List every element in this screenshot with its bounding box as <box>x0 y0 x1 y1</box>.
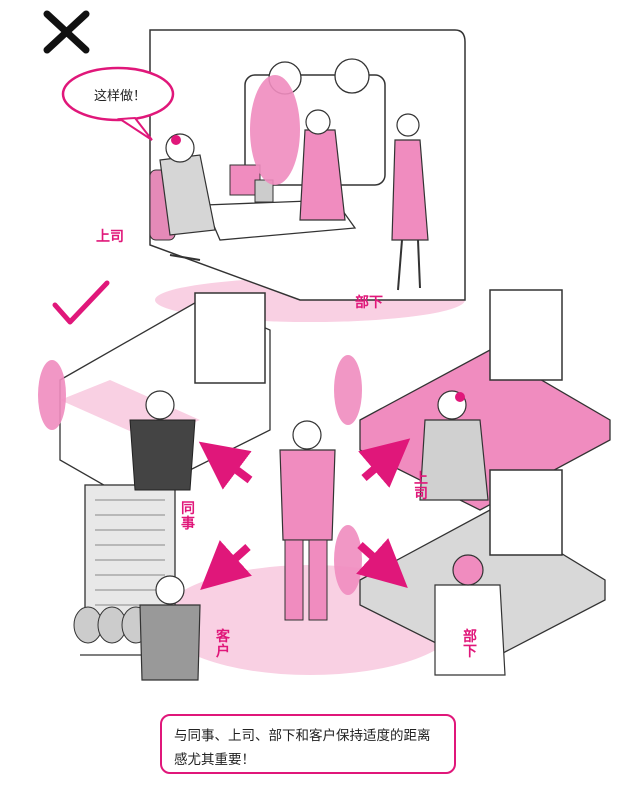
arrow-to-boss <box>358 438 411 488</box>
label-colleague: 同事 <box>181 501 195 532</box>
boss-figure <box>419 390 489 501</box>
arrow-to-colleague <box>198 441 253 490</box>
colleague-figure <box>129 390 196 491</box>
speech-bubble <box>61 66 175 141</box>
check-mark-icon <box>52 280 110 325</box>
client-figure <box>139 575 201 681</box>
speech-bubble-text: 这样做！ <box>93 89 146 104</box>
arrow-to-subordinate <box>356 538 408 589</box>
office-floor <box>38 289 611 675</box>
label-subordinate-bottom: 部下 <box>463 629 477 660</box>
arrow-to-client <box>200 540 252 591</box>
label-boss-bottom: 上司 <box>414 471 428 502</box>
subordinate-figure <box>434 554 506 676</box>
caption-box: 与同事、上司、部下和客户保持适度的距离感尤其重要！ <box>160 714 456 774</box>
center-person-figure <box>279 420 336 621</box>
top-meeting-room <box>149 29 466 322</box>
label-boss-top: 上司 <box>96 229 124 245</box>
cross-mark-icon <box>43 10 90 54</box>
label-client: 客户 <box>216 629 230 660</box>
label-subordinate-top: 部下 <box>355 295 383 311</box>
